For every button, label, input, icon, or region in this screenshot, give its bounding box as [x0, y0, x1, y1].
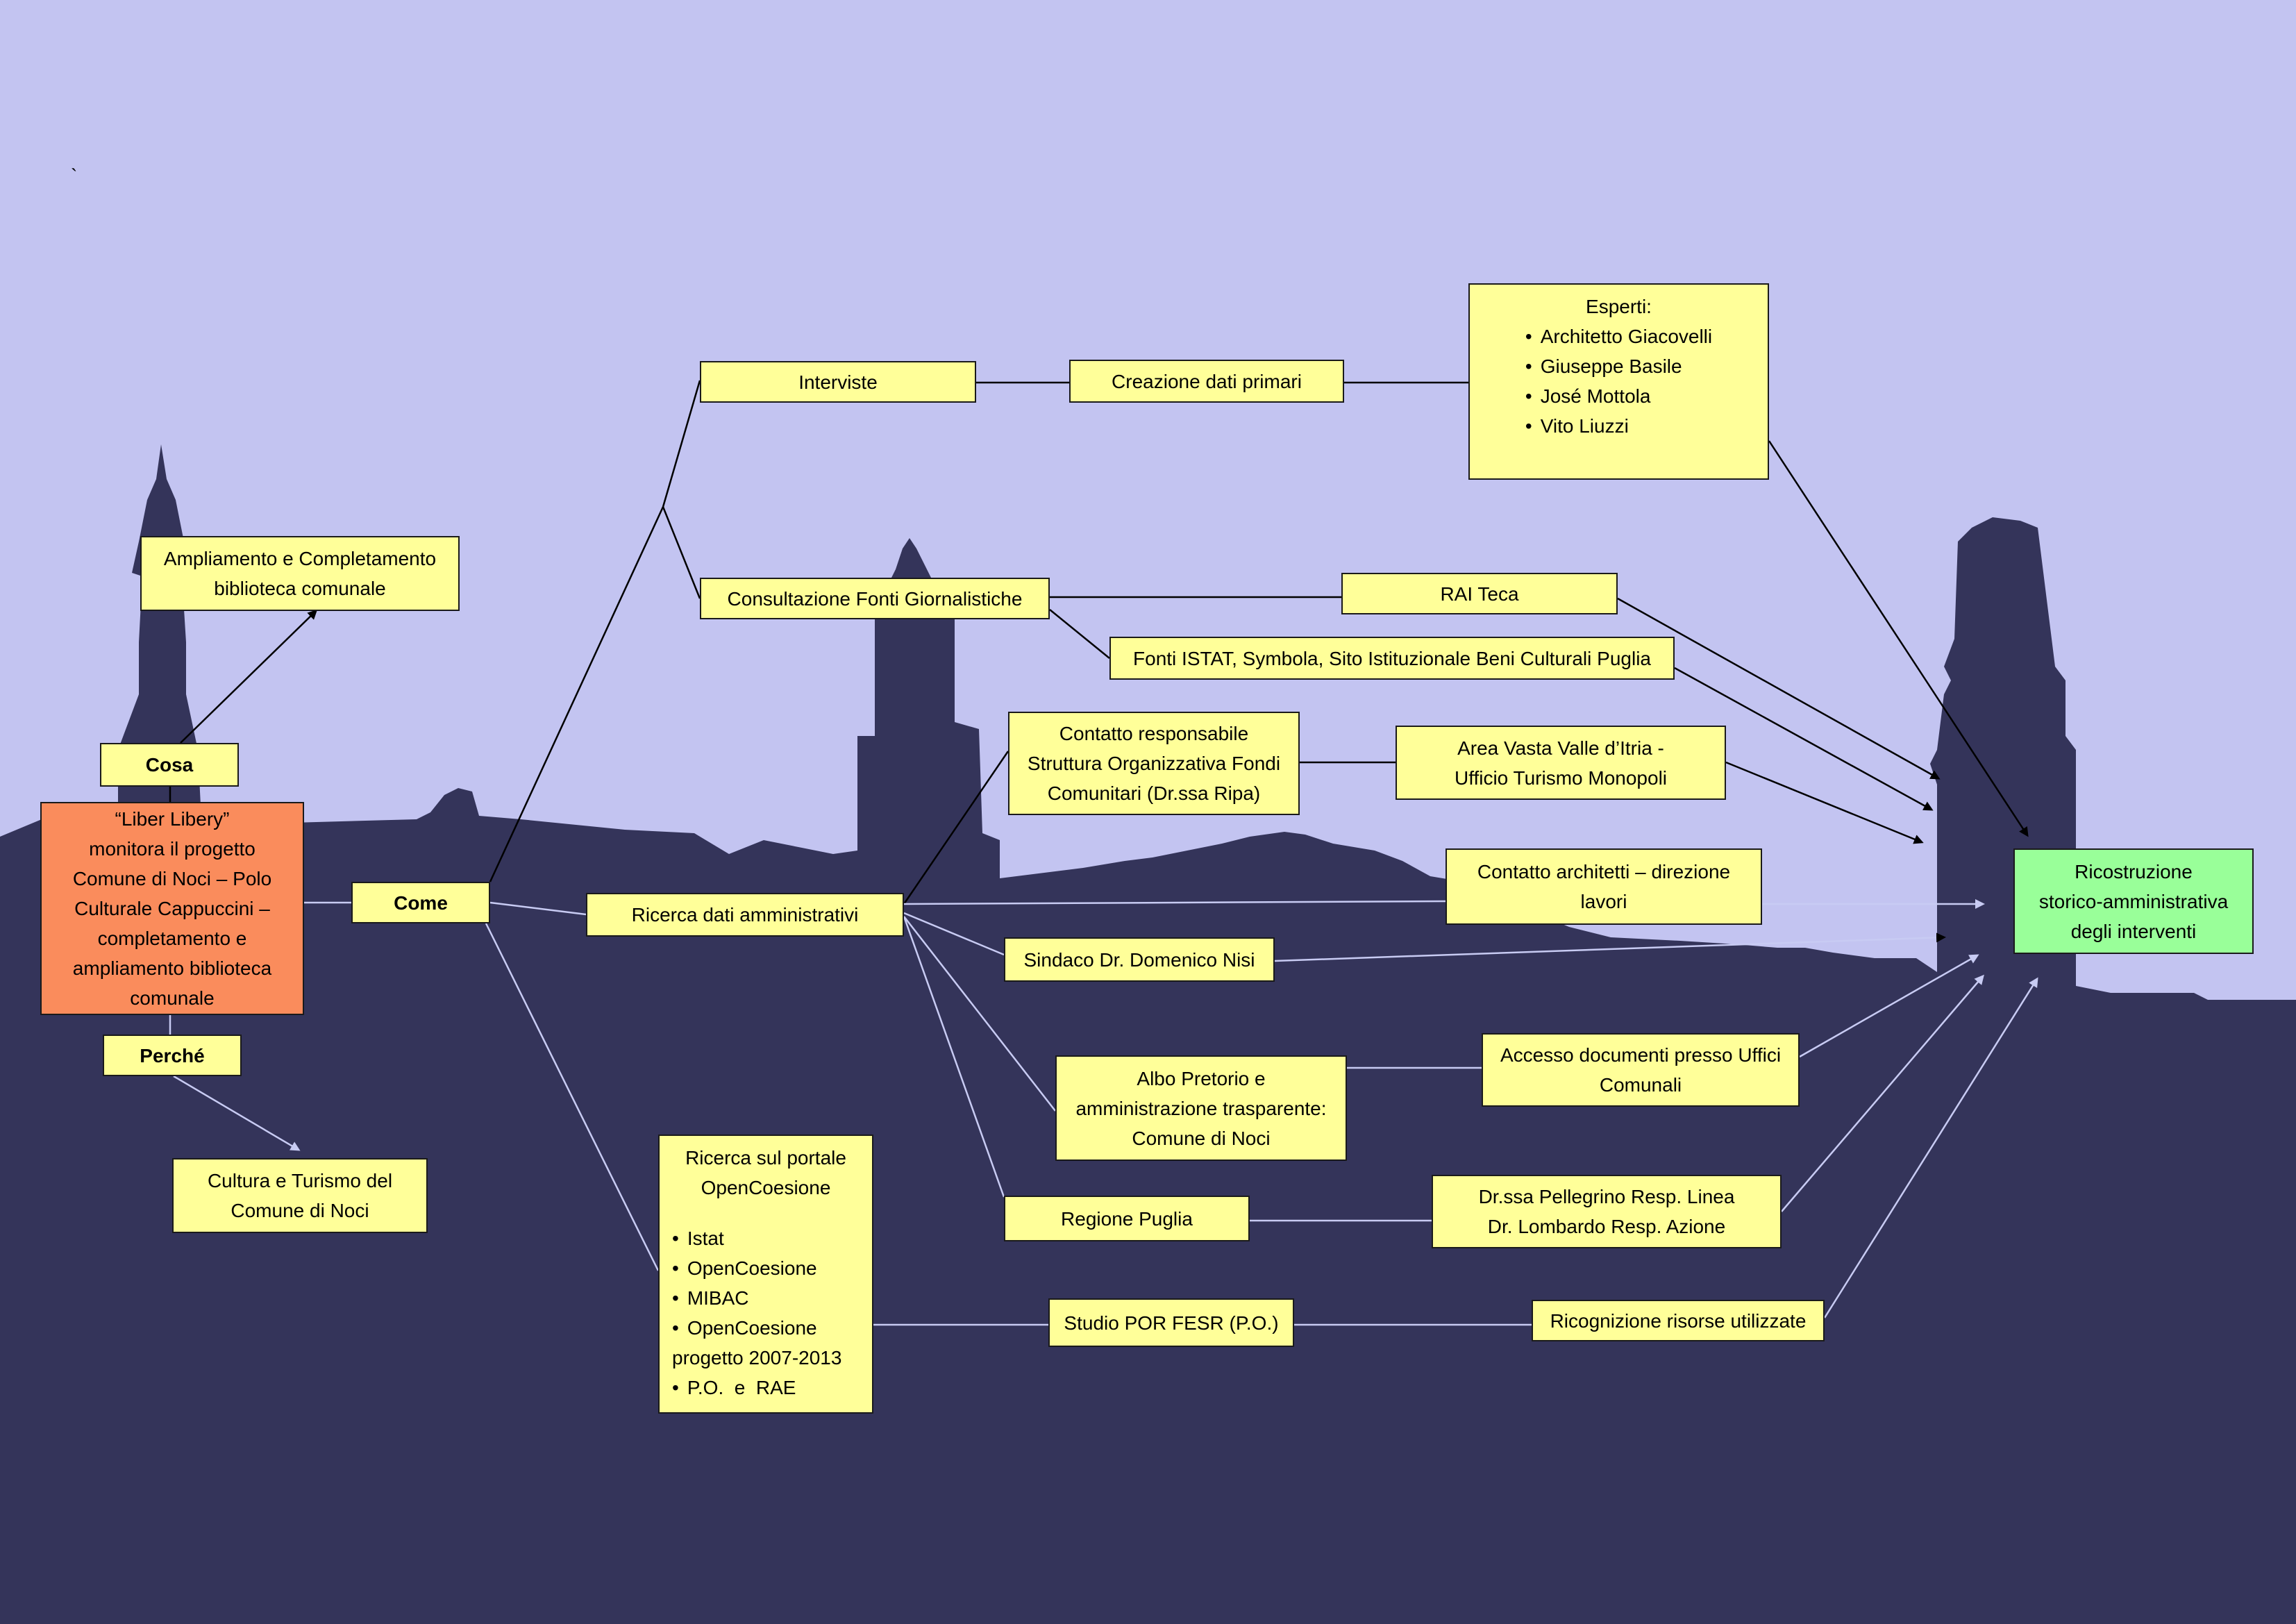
contatto-resp-line-2: Struttura Organizzativa Fondi — [1027, 753, 1281, 774]
albo-line-2: amministrazione trasparente: — [1075, 1097, 1327, 1119]
fonti-istat-label: Fonti ISTAT, Symbola, Sito Istituzionale… — [1133, 647, 1651, 669]
result-line-2: storico-amministrativa — [2038, 890, 2229, 912]
sindaco-label: Sindaco Dr. Domenico Nisi — [1023, 948, 1255, 971]
area-vasta-box: Area Vasta Valle d’Itria - Ufficio Turis… — [1396, 726, 1726, 800]
pellegrino-line-1: Dr.ssa Pellegrino Resp. Linea — [1478, 1186, 1735, 1207]
perche-label: Perché — [140, 1044, 205, 1066]
albo-pretorio-box: Albo Pretorio e amministrazione traspare… — [1055, 1055, 1347, 1161]
rai-teca-box: RAI Teca — [1341, 573, 1618, 614]
creazione-dati-box: Creazione dati primari — [1069, 360, 1344, 403]
contatto-responsabile-box: Contatto responsabile Struttura Organizz… — [1008, 712, 1300, 815]
esperti-item: José Mottola — [1525, 381, 1712, 411]
regione-puglia-box: Regione Puglia — [1004, 1196, 1250, 1241]
consultazione-label: Consultazione Fonti Giornalistiche — [727, 587, 1023, 610]
regione-label: Regione Puglia — [1061, 1207, 1193, 1230]
portale-item: MIBAC — [672, 1283, 860, 1313]
ampliamento-box: Ampliamento e Completamento biblioteca c… — [140, 536, 460, 611]
interviste-label: Interviste — [798, 371, 878, 393]
ricostruzione-result-box: Ricostruzione storico-amministrativa deg… — [2013, 848, 2254, 954]
portale-title-1: Ricerca sul portale — [685, 1147, 846, 1169]
come-label-box: Come — [351, 882, 490, 923]
cultura-turismo-box: Cultura e Turismo del Comune di Noci — [172, 1158, 428, 1233]
architetti-line-2: lavori — [1580, 891, 1627, 912]
accesso-documenti-box: Accesso documenti presso Uffici Comunali — [1482, 1033, 1800, 1107]
studio-por-fesr-box: Studio POR FESR (P.O.) — [1048, 1298, 1294, 1347]
portale-title-2: OpenCoesione — [701, 1177, 831, 1198]
result-line-3: degli interventi — [2070, 920, 2197, 942]
area-vasta-line-1: Area Vasta Valle d’Itria - — [1457, 737, 1664, 759]
come-label: Come — [394, 891, 448, 914]
contatto-resp-line-1: Contatto responsabile — [1059, 723, 1249, 744]
main-project-box: “Liber Libery” monitora il progetto Comu… — [40, 802, 304, 1015]
portale-item: Istat — [672, 1223, 860, 1253]
interviste-box: Interviste — [700, 361, 976, 403]
esperti-list: Architetto Giacovelli Giuseppe Basile Jo… — [1525, 321, 1712, 441]
contatto-resp-line-3: Comunitari (Dr.ssa Ripa) — [1047, 782, 1261, 804]
rai-teca-label: RAI Teca — [1440, 583, 1519, 605]
albo-line-3: Comune di Noci — [1132, 1127, 1271, 1149]
accesso-line-1: Accesso documenti presso Uffici — [1500, 1044, 1782, 1066]
stray-backtick-mark: ` — [71, 165, 78, 187]
esperti-title: Esperti: — [1586, 296, 1652, 317]
area-vasta-line-2: Ufficio Turismo Monopoli — [1454, 767, 1668, 789]
cultura-line-1: Cultura e Turismo del — [207, 1170, 393, 1191]
contatto-architetti-box: Contatto architetti – direzione lavori — [1446, 848, 1762, 925]
albo-line-1: Albo Pretorio e — [1137, 1067, 1266, 1089]
fonti-istat-box: Fonti ISTAT, Symbola, Sito Istituzionale… — [1109, 637, 1675, 680]
portale-list: Istat OpenCoesione MIBAC OpenCoesione pr… — [672, 1223, 860, 1403]
ricerca-amministrativi-label: Ricerca dati amministrativi — [631, 904, 859, 926]
main-line-4: Culturale Cappuccini – — [74, 898, 270, 919]
esperti-item: Giuseppe Basile — [1525, 351, 1712, 381]
cosa-label-box: Cosa — [100, 743, 239, 787]
sindaco-box: Sindaco Dr. Domenico Nisi — [1004, 937, 1275, 982]
ampliamento-line-1: Ampliamento e Completamento — [163, 548, 437, 569]
esperti-item: Vito Liuzzi — [1525, 411, 1712, 441]
main-line-3: Comune di Noci – Polo — [72, 868, 272, 889]
result-line-1: Ricostruzione — [2075, 860, 2193, 882]
portale-item: OpenCoesione progetto 2007-2013 — [672, 1313, 860, 1373]
portale-item: OpenCoesione — [672, 1253, 860, 1283]
ricerca-portale-box: Ricerca sul portale OpenCoesione Istat O… — [658, 1135, 873, 1414]
main-line-1: “Liber Libery” — [115, 808, 230, 830]
studio-label: Studio POR FESR (P.O.) — [1064, 1312, 1279, 1334]
creazione-label: Creazione dati primari — [1112, 370, 1302, 392]
ricognizione-risorse-box: Ricognizione risorse utilizzate — [1532, 1300, 1825, 1341]
esperti-box: Esperti: Architetto Giacovelli Giuseppe … — [1468, 283, 1769, 480]
esperti-item: Architetto Giacovelli — [1525, 321, 1712, 351]
cultura-line-2: Comune di Noci — [231, 1200, 369, 1221]
architetti-line-1: Contatto architetti – direzione — [1477, 861, 1731, 882]
perche-label-box: Perché — [103, 1035, 242, 1076]
main-line-5: completamento e — [97, 928, 247, 949]
ricognizione-label: Ricognizione risorse utilizzate — [1550, 1309, 1807, 1332]
cosa-label: Cosa — [145, 754, 194, 776]
pellegrino-lombardo-box: Dr.ssa Pellegrino Resp. Linea Dr. Lombar… — [1432, 1175, 1782, 1248]
accesso-line-2: Comunali — [1599, 1074, 1682, 1096]
main-line-2: monitora il progetto — [89, 838, 255, 860]
main-line-6: ampliamento biblioteca — [72, 957, 272, 979]
ricerca-amministrativi-box: Ricerca dati amministrativi — [586, 893, 904, 937]
main-line-7: comunale — [130, 987, 215, 1009]
portale-item: P.O. e RAE — [672, 1373, 860, 1403]
consultazione-box: Consultazione Fonti Giornalistiche — [700, 578, 1050, 619]
ampliamento-line-2: biblioteca comunale — [214, 578, 386, 599]
pellegrino-line-2: Dr. Lombardo Resp. Azione — [1487, 1216, 1726, 1237]
